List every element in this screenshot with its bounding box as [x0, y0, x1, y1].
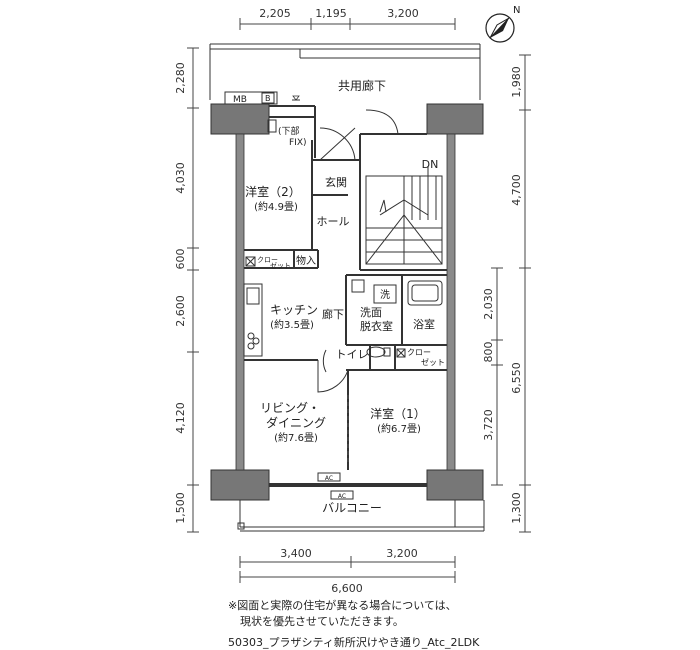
- compass-north-label: N: [513, 5, 520, 16]
- dim-left-6: 1,500: [174, 492, 187, 524]
- washroom-fixtures: [351, 279, 443, 306]
- dim-bottom-total: 6,600: [331, 582, 363, 595]
- label-kitchen: キッチン: [270, 303, 318, 317]
- dim-top-3: 3,200: [387, 7, 419, 20]
- label-closet2-top: クロー: [407, 348, 431, 357]
- label-western1-size: (約6.7畳): [377, 422, 421, 435]
- dim-bottom-2: 3,200: [386, 547, 418, 560]
- dim-top-1: 2,205: [259, 7, 291, 20]
- label-fix-2: FIX): [289, 138, 307, 148]
- interior-walls: [243, 105, 447, 487]
- toilet-fixture: [322, 346, 391, 373]
- stairwell: [365, 109, 443, 265]
- footer-plan-code: 50303_プラザシティ新所沢けやき通り_Atc_2LDK: [228, 636, 480, 649]
- dim-right-4: 1,300: [510, 492, 523, 524]
- dim-left-4: 2,600: [174, 295, 187, 327]
- label-living-2: ダイニング: [266, 415, 326, 430]
- kitchen-fixtures: [246, 287, 260, 350]
- label-toilet: トイレ: [336, 348, 369, 361]
- label-b: B: [265, 94, 271, 103]
- label-kitchen-size: (約3.5畳): [270, 318, 314, 331]
- dim-right-inner-1: 2,030: [482, 288, 495, 320]
- label-wash-mark: 洗: [380, 289, 390, 301]
- common-corridor: [209, 43, 481, 100]
- disclaimer-line-1: ※図面と実際の住宅が異なる場合については、: [228, 599, 457, 612]
- label-dn: DN: [422, 158, 439, 171]
- label-washroom-1: 洗面: [360, 306, 382, 319]
- dim-left-5: 4,120: [174, 402, 187, 434]
- top-dimension: [239, 18, 456, 30]
- label-ac-bottom: AC: [338, 493, 346, 500]
- dim-right-inner-3: 3,720: [482, 409, 495, 441]
- disclaimer-line-2: 現状を優先させていただきます。: [240, 615, 404, 628]
- label-hallway: 廊下: [322, 307, 344, 321]
- right-dimension: [491, 54, 531, 533]
- dim-right-inner-2: 800: [482, 342, 495, 363]
- label-ac-top: AC: [325, 475, 333, 482]
- bottom-dimension: [239, 556, 456, 583]
- closet-box-icon: [245, 256, 256, 267]
- label-living-1: リビング・: [260, 401, 320, 415]
- label-western2-size: (約4.9畳): [254, 200, 298, 213]
- label-genkan: 玄関: [325, 175, 347, 189]
- north-arrow-icon: [485, 13, 515, 43]
- dim-left-3: 600: [174, 249, 187, 270]
- label-closet-top: クロー: [257, 256, 278, 264]
- dim-right-1: 1,980: [510, 66, 523, 98]
- label-hall: ホール: [317, 215, 350, 228]
- dim-left-1: 2,280: [174, 62, 187, 94]
- dim-left-2: 4,030: [174, 162, 187, 194]
- label-living-size: (約7.6畳): [274, 431, 318, 444]
- label-fix-1: (下部: [278, 125, 300, 137]
- label-storage: 物入: [296, 254, 316, 267]
- label-closet2-bottom: ゼット: [421, 357, 445, 367]
- dim-top-2: 1,195: [315, 7, 347, 20]
- label-closet-bottom: ゼット: [270, 261, 291, 270]
- dim-right-3: 6,550: [510, 362, 523, 394]
- dim-bottom-1: 3,400: [280, 547, 312, 560]
- label-washroom-2: 脱衣室: [360, 319, 393, 333]
- label-balcony: バルコニー: [322, 501, 382, 515]
- mb-box: [224, 91, 278, 133]
- left-dimension: [187, 47, 199, 533]
- label-common-corridor: 共用廊下: [338, 78, 386, 93]
- balcony: [237, 500, 485, 532]
- closet2-box-icon: [396, 348, 406, 358]
- ac-units: [317, 472, 354, 500]
- entrance-door: [319, 127, 356, 161]
- stair-arrow-icon: [379, 199, 387, 213]
- label-western2: 洋室（2）: [245, 184, 301, 199]
- label-bath: 浴室: [413, 317, 435, 331]
- label-mb: MB: [233, 95, 247, 105]
- label-western1: 洋室（1）: [370, 406, 426, 421]
- dim-right-2: 4,700: [510, 174, 523, 206]
- triangle-mark-icon: [292, 95, 300, 101]
- living-door: [317, 360, 349, 393]
